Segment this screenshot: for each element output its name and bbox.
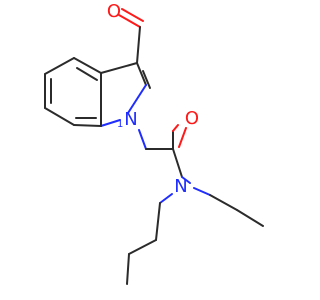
aldehyde-double-bond-second: [121, 8, 144, 22]
indole-nitrogen-label: N: [124, 109, 137, 130]
benzene-bond-4: [44, 107, 75, 126]
n1-ch2-bond: [138, 129, 147, 150]
amide-nitrogen-label: N: [174, 176, 187, 197]
benzene-bond-1: [73, 57, 102, 74]
aldehyde-carbon-bond: [136, 26, 141, 64]
n-propyl-left-bond-4: [126, 253, 130, 285]
c2-c3-inner-line: [142, 70, 151, 89]
chemical-structure-diagram: N 1 N O O: [44, 1, 264, 285]
n-propyl-right-bond-3: [236, 209, 264, 227]
n-propyl-left-bond-2: [155, 202, 161, 241]
benzene-bond-2: [44, 57, 75, 75]
n1-c7a-bond: [100, 119, 121, 127]
benzene-double-bond-1: [76, 67, 98, 81]
c3-c3a-bond: [100, 62, 138, 74]
carbonyl-n-bond: [172, 148, 183, 178]
n-propyl-right-bond-2: [209, 194, 238, 211]
n-propyl-left-bond-3: [128, 239, 157, 255]
indole-nitrogen-locant: 1: [117, 119, 123, 130]
n-propyl-left-bond-1: [159, 193, 173, 204]
amide-n-bond-top: [181, 176, 191, 184]
amide-oxygen-label: O: [185, 108, 199, 129]
c2-n1-bond: [127, 84, 147, 114]
carbonyl-oxygen-bond: [172, 124, 179, 132]
aldehyde-oxygen-label: O: [107, 1, 121, 22]
n-propyl-right-bond-1: [193, 187, 211, 196]
carbonyl-double-bond: [178, 127, 187, 148]
c3-c2-bond: [136, 62, 147, 86]
aldehyde-double-bond: [118, 14, 141, 28]
structure-canvas: N 1 N O O: [44, 1, 264, 285]
benzene-bond-5: [73, 124, 102, 127]
